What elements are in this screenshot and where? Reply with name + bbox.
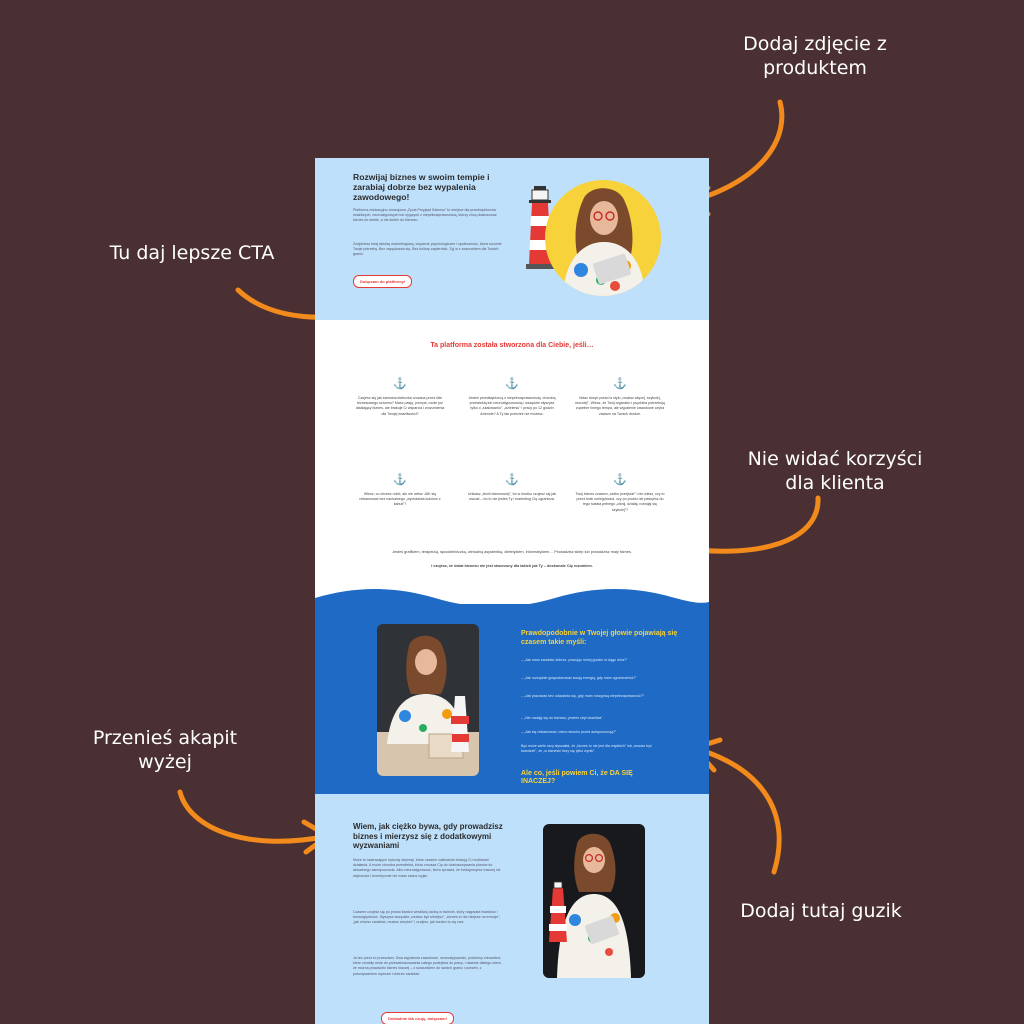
challenges-paragraph-3: Ja też przez to przeszłam. Dwa wypalenia… bbox=[353, 956, 502, 976]
anchor-icon: ⚓ bbox=[393, 474, 407, 486]
anchor-icon: ⚓ bbox=[393, 378, 407, 390]
thought-item: – „Jak rozsądnie gospodarować swoją ener… bbox=[521, 676, 637, 680]
for-you-title: Ta platforma została stworzona dla Ciebi… bbox=[430, 342, 594, 349]
annotation-move-paragraph: Przenieś akapit wyżej bbox=[92, 727, 238, 773]
feature-text: Jesteś przedsiębiorcą z niepełnosprawnoś… bbox=[468, 396, 556, 416]
thought-item: – „Jak pracować bez udawania się, gdy ma… bbox=[521, 694, 645, 698]
understanding-line: I czujesz, że świat biznesu nie jest stw… bbox=[431, 564, 593, 568]
anchor-icon: ⚓ bbox=[505, 378, 519, 390]
thoughts-final-question: Ale co, jeśli powiem Ci, że DA SIĘ INACZ… bbox=[521, 770, 633, 786]
desk-photo bbox=[377, 624, 479, 776]
challenges-title: Wiem, jak ciężko bywa, gdy prowadzisz bi… bbox=[353, 822, 503, 851]
portrait-photo bbox=[543, 824, 645, 978]
website-mockup: Rozwijaj biznes w swoim tempie i zarabia… bbox=[315, 158, 709, 1024]
hero-title: Rozwijaj biznes w swoim tempie i zarabia… bbox=[353, 172, 490, 202]
hero-paragraph-1: Platforma edukacyjno-rozwojowa „Życia Pr… bbox=[353, 208, 497, 223]
feature-text: Wiesz, co chcesz robić, ale nie wiesz JA… bbox=[359, 492, 441, 507]
wave-divider bbox=[315, 589, 709, 608]
thought-item: – „Jak mam zarabiać dobrze, pracując mni… bbox=[521, 658, 628, 662]
thought-item: – „Nie nadaję się do biznesu, jestem zby… bbox=[521, 716, 603, 720]
feature-card: ⚓ Czujesz się jak samotna łódeczka rzuca… bbox=[355, 378, 445, 417]
anchor-icon: ⚓ bbox=[613, 474, 627, 486]
feature-card: ⚓ Wiesz, co chcesz robić, ale nie wiesz … bbox=[355, 474, 445, 508]
feature-card: ⚓ Twój biznes czasem „ciotko przejście” … bbox=[575, 474, 665, 513]
feature-text: Twój biznes czasem „ciotko przejście” i … bbox=[575, 492, 665, 512]
feature-card: ⚓ Unikasz „teorii biznesowej”, bo w środ… bbox=[467, 474, 557, 502]
anchor-icon: ⚓ bbox=[505, 474, 519, 486]
challenges-paragraph-1: Może to nawracające epizody depresji, kt… bbox=[353, 858, 501, 878]
thought-item: – „Jak się reklamować, mimo strachu prze… bbox=[521, 730, 617, 734]
annotation-product-photo: Dodaj zdjęcie z produktem bbox=[743, 33, 887, 79]
hero-paragraph-2: Znajdziesz tutaj wiedzę marketingową, ws… bbox=[353, 242, 502, 257]
feature-text: Unikasz „teorii biznesowej”, bo w środku… bbox=[467, 492, 557, 502]
audience-line: Jesteś grafikiem, terapeutą, rękodzielni… bbox=[392, 550, 632, 554]
feature-text: Masz dosyć porad w stylu „musisz więcej,… bbox=[575, 396, 665, 416]
hero-portrait bbox=[545, 180, 661, 296]
feature-card: ⚓ Jesteś przedsiębiorcą z niepełnosprawn… bbox=[467, 378, 557, 417]
annotation-add-button: Dodaj tutaj guzik bbox=[740, 900, 902, 922]
anchor-icon: ⚓ bbox=[613, 378, 627, 390]
annotation-better-cta: Tu daj lepsze CTA bbox=[109, 242, 275, 264]
challenges-paragraph-2: Czasem czujesz się po prostu bardzo wraż… bbox=[353, 910, 501, 925]
challenges-cta-button[interactable]: Dokładnie tak czuję, dołączam! bbox=[381, 1012, 454, 1024]
arrow-move-paragraph bbox=[177, 789, 331, 844]
feature-card: ⚓ Masz dosyć porad w stylu „musisz więce… bbox=[575, 378, 665, 417]
thoughts-title: Prawdopodobnie w Twojej głowie pojawiają… bbox=[521, 630, 678, 646]
feature-text: Czujesz się jak samotna łódeczka rzucana… bbox=[355, 396, 445, 416]
thoughts-closing: Być może wiele razy słyszałaś, że „bizne… bbox=[521, 744, 652, 753]
hero-cta-button[interactable]: Dołączam do platformy! bbox=[353, 275, 413, 288]
arrow-add-button bbox=[691, 745, 782, 875]
annotation-benefits: Nie widać korzyści dla klienta bbox=[747, 448, 923, 494]
